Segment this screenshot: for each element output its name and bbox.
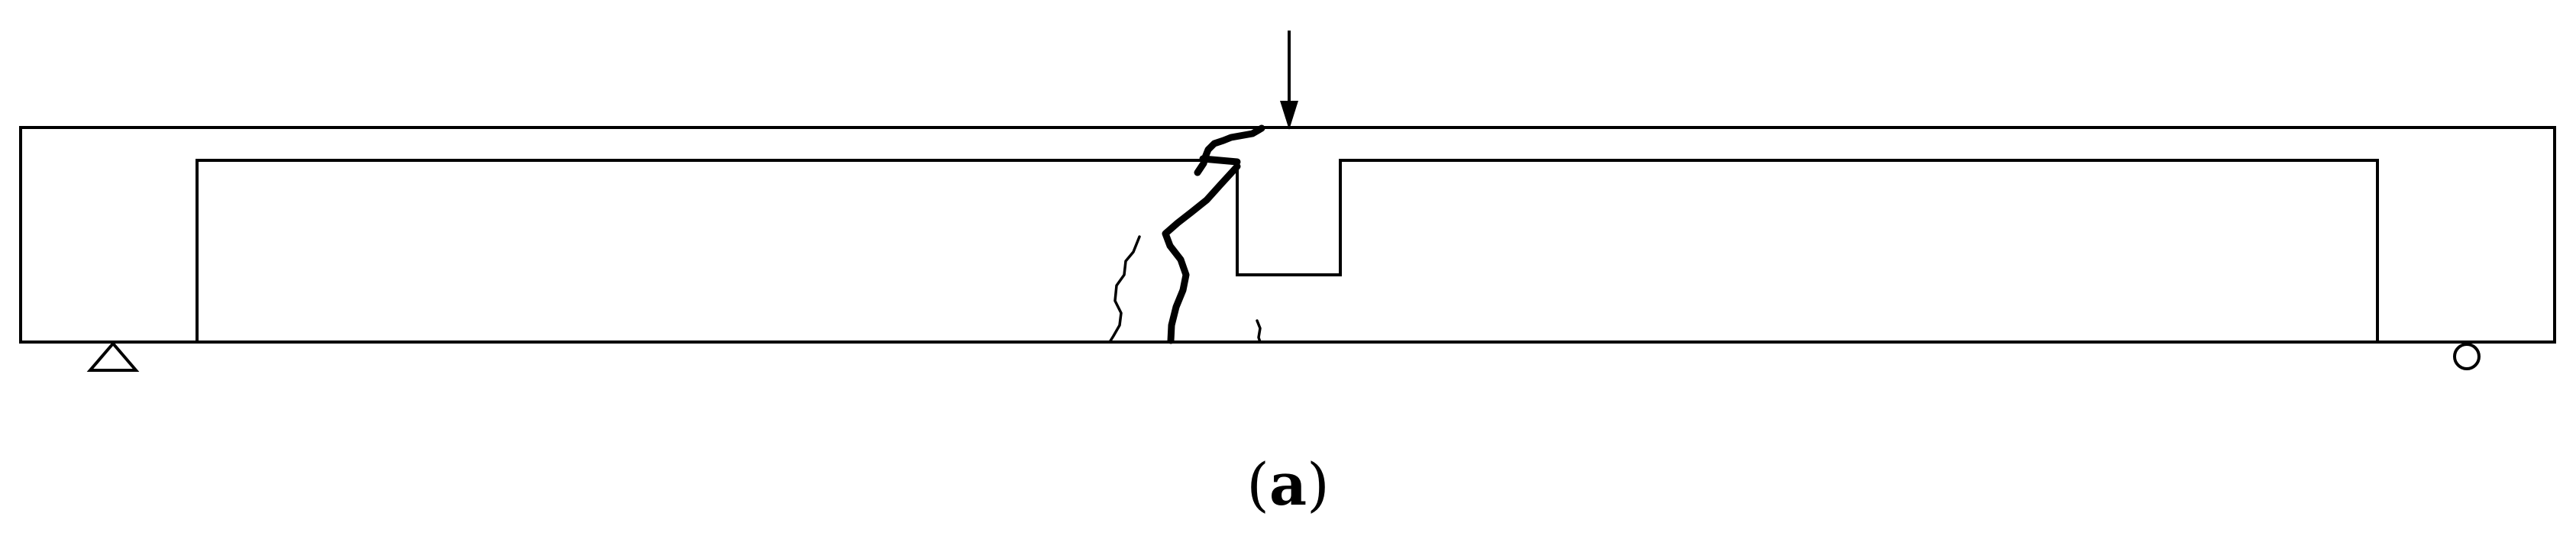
figure-caption: (a) [0, 450, 2576, 519]
secondary-crack [1108, 235, 1141, 344]
beam-outer-outline [19, 126, 2556, 344]
caption-label: a [1269, 450, 1307, 518]
caption-close-paren: ) [1307, 450, 1330, 518]
roller-support-circle-icon [2453, 343, 2481, 370]
load-arrow-head [1280, 101, 1298, 130]
pin-support-triangle-icon [86, 341, 140, 372]
main-crack [1162, 163, 1241, 344]
beam-inner-outline-with-notch [196, 159, 2379, 342]
load-arrow-icon [1280, 31, 1298, 130]
upper-crack-branch [1194, 124, 1265, 176]
notch-crack-segment [1199, 155, 1241, 166]
hairline-crack [1256, 319, 1262, 344]
caption-open-paren: ( [1246, 450, 1269, 518]
